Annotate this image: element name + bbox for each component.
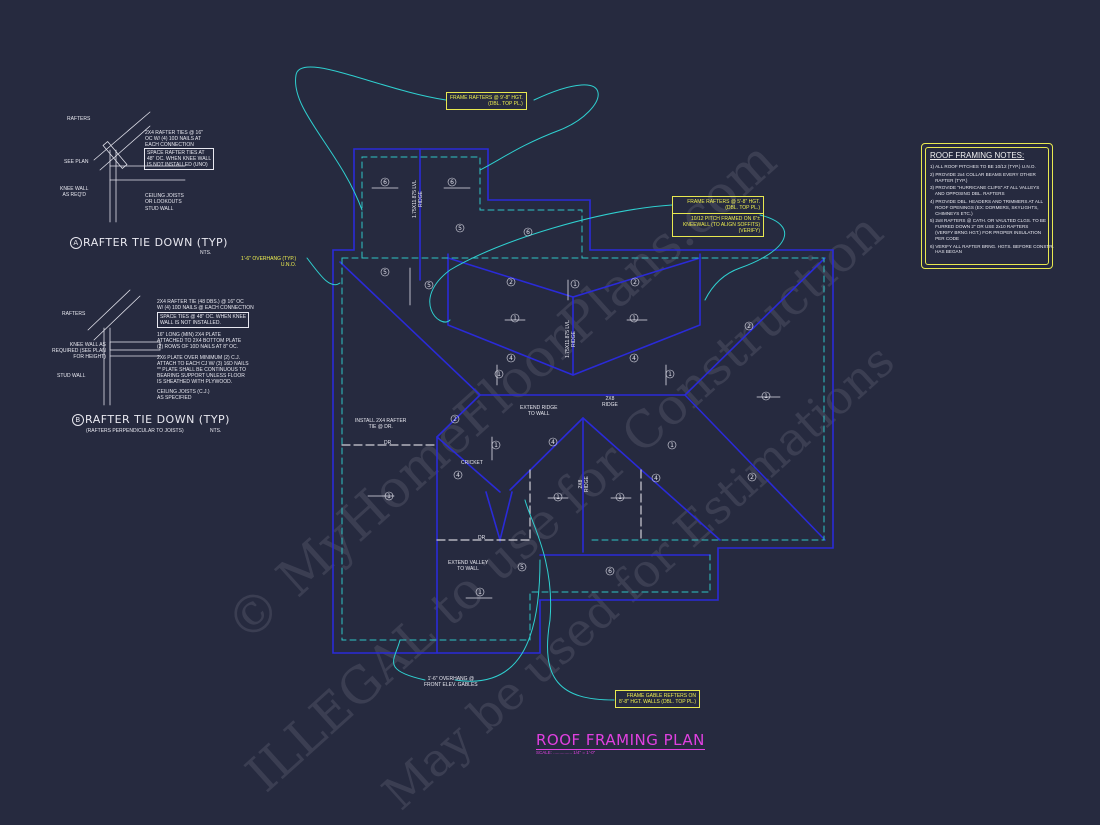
svg-text:2: 2: [633, 279, 637, 286]
callout-gable-rafters: FRAME GABLE REFTERS ON 8'-8" HGT. WALLS …: [615, 690, 701, 708]
svg-text:5: 5: [458, 225, 462, 232]
detail-b-scale: NTS.: [210, 428, 222, 434]
detail-b-stud-label: STUD WALL: [57, 373, 86, 379]
svg-text:5: 5: [383, 269, 387, 276]
callout-frame-rafters-right: FRAME RAFTERS @ 5'-8" HGT. (DBL. TOP PL.…: [672, 196, 764, 214]
roof-framing-notes: ROOF FRAMING NOTES: 1) ALL ROOF PITCHES …: [921, 143, 1054, 269]
svg-text:1: 1: [632, 315, 636, 322]
note-extend-valley: EXTEND VALLEY TO WALL: [448, 560, 489, 572]
detail-a-rafters-label: RAFTERS: [67, 116, 91, 122]
callout-pitch-kneewall: 10/12 PITCH FRAMED ON 6"± KNEEWALL (TO A…: [672, 213, 764, 237]
svg-text:1: 1: [573, 281, 577, 288]
svg-text:4: 4: [509, 355, 513, 362]
detail-b-ceiling-label: CEILING JOISTS (C.J.) AS SPECIFIED: [157, 389, 210, 401]
svg-text:1: 1: [668, 371, 672, 378]
detail-a-sketch: [93, 111, 186, 223]
roof-note: 4) PROVIDE DBL. HEADERS AND TRIMMERS AT …: [930, 198, 1044, 216]
detail-a-marker: A: [70, 237, 82, 249]
svg-text:2: 2: [453, 416, 457, 423]
note-extend-ridge: EXTEND RIDGE TO WALL: [520, 405, 558, 417]
pitch-arrows: [367, 187, 781, 599]
callout-overhang: 1'-6" OVERHANG (TYP.) U.N.O.: [241, 256, 297, 268]
detail-a-title-text: RAFTER TIE DOWN (TYP): [83, 236, 228, 249]
svg-text:1: 1: [556, 494, 560, 501]
detail-b-title-text: RAFTER TIE DOWN (TYP): [85, 413, 230, 426]
detail-b-spacing-label: SPACE TIES @ 48" OC. WHEN KNEE WALL IS N…: [157, 312, 250, 328]
svg-text:4: 4: [632, 355, 636, 362]
svg-text:6: 6: [450, 179, 454, 186]
detail-a-ties-label: 2x4 RAFTER TIES @ 16" OC W/ (4) 10d NAIL…: [145, 130, 203, 148]
roof-note: 3) PROVIDE "HURRICANE CLIPS" AT ALL VALL…: [930, 185, 1040, 197]
svg-text:6: 6: [526, 229, 530, 236]
note-dr-2: DR: [478, 535, 486, 541]
svg-text:1: 1: [494, 442, 498, 449]
detail-b-marker: B: [72, 414, 84, 426]
detail-b-tie-label: 2x4 RAFTER TIE (48 DBS.) @ 16" OC W/ (4)…: [157, 299, 254, 311]
svg-text:1: 1: [670, 442, 674, 449]
detail-a-see-plan-label: SEE PLAN: [64, 159, 89, 165]
callout-leaders: [295, 66, 786, 701]
svg-text:1: 1: [478, 589, 482, 596]
detail-a-scale: NTS.: [200, 250, 212, 256]
svg-text:4: 4: [551, 439, 555, 446]
detail-a-spacing-label: SPACE RAFTER TIES AT 48" OC. WHEN KNEE W…: [144, 148, 215, 170]
plan-title: ROOF FRAMING PLAN: [536, 731, 705, 750]
roof-notes-title: ROOF FRAMING NOTES:: [930, 151, 1025, 160]
svg-text:2: 2: [509, 279, 513, 286]
svg-text:6: 6: [608, 568, 612, 575]
svg-text:5: 5: [427, 282, 431, 289]
note-cricket: CRICKET: [461, 460, 483, 466]
note-front-overhang: 1'-6" OVERHANG @ FRONT ELEV. GABLES: [424, 676, 478, 688]
door-header-lines: [341, 444, 642, 541]
note-lvl-ridge-2: 1.75x11.875 LVL RIDGE: [565, 320, 577, 358]
svg-text:1: 1: [513, 315, 517, 322]
plan-scale: SCALE: ............... 1/4" = 1'-0": [536, 750, 596, 755]
wall-line-dashed: [341, 156, 825, 641]
roof-note: 5) 2x8 RAFTERS @ CATH. OR VAULTED CLGS. …: [930, 218, 1047, 241]
note-install-rafter-tie: INSTALL 2x4 RAFTER TIE @ DR.: [355, 418, 407, 430]
detail-b-rafters-label: RAFTERS: [62, 311, 86, 317]
detail-a-knee-wall-label: KNEE WALL AS REQ'D: [60, 186, 89, 198]
note-ridge-vertical: 2x8 RIDGE: [578, 476, 590, 492]
note-lvl-ridge-1: 1.75x11.875 LVL RIDGE: [412, 180, 424, 218]
detail-b-subtitle: (RAFTERS PERPENDICULAR TO JOISTS): [86, 428, 184, 434]
detail-a-ceiling-label: CEILING JOISTS OR LOOKOUTS: [145, 193, 184, 205]
svg-text:1: 1: [497, 371, 501, 378]
detail-b-plate2-label: 2x6 PLATE OVER MINIMUM (2) C.J. ATTACH T…: [157, 355, 249, 385]
detail-a-stud-label: STUD WALL: [145, 206, 174, 212]
svg-text:4: 4: [456, 472, 460, 479]
svg-text:5: 5: [520, 564, 524, 571]
detail-b-plate-label: 16" LONG (MIN) 2x4 PLATE ATTACHED TO 2X4…: [157, 332, 242, 350]
callout-frame-rafters-top: FRAME RAFTERS @ 9'-8" HGT. (DBL. TOP PL.…: [446, 92, 527, 110]
note-ridge-2x8: 2x8 RIDGE: [602, 396, 618, 408]
detail-b-sketch: [87, 289, 161, 406]
svg-text:4: 4: [654, 475, 658, 482]
roof-note: 2) PROVIDE 2x4 COLLAR BEAMS EVERY OTHER …: [930, 171, 1036, 183]
detail-b-knee-wall-label: KNEE WALL AS REQUIRED (SEE PLAN FOR HEIG…: [52, 342, 106, 360]
roof-note: 6) VERIFY ALL RAFTER BRNG. HGTS. BEFORE …: [930, 243, 1054, 255]
svg-text:6: 6: [383, 179, 387, 186]
note-dr-1: DR: [384, 440, 392, 446]
svg-text:1: 1: [618, 494, 622, 501]
roof-outline: [332, 148, 834, 654]
svg-text:1: 1: [764, 393, 768, 400]
svg-text:2: 2: [750, 474, 754, 481]
roof-note: 1) ALL ROOF PITCHES TO BE 10/12 (TYP.) U…: [930, 164, 1036, 169]
svg-text:1: 1: [387, 493, 391, 500]
svg-text:2: 2: [747, 323, 751, 330]
